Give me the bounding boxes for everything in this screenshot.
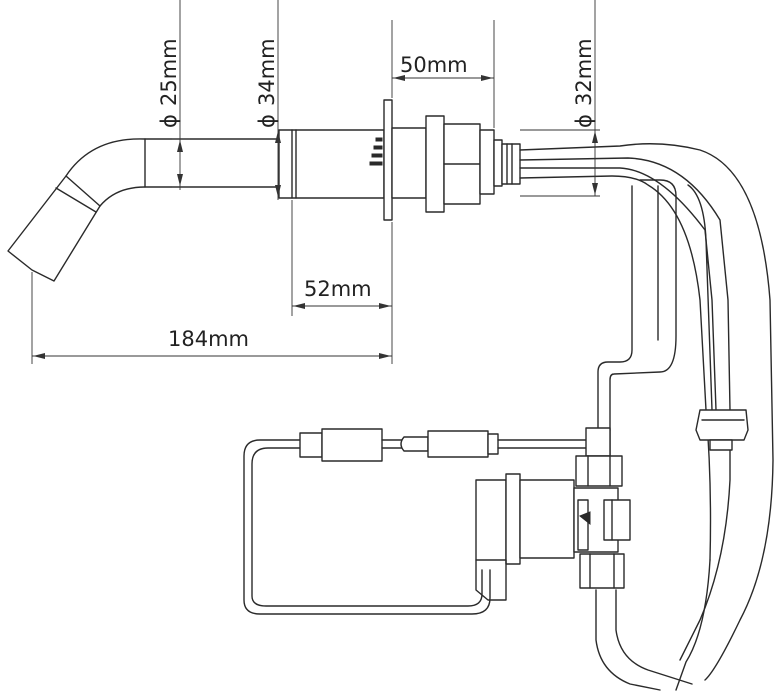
body-cylinder xyxy=(278,129,385,199)
solenoid-valve xyxy=(475,427,631,601)
wall-flange xyxy=(383,99,521,221)
diameter-symbol-32: ϕ xyxy=(572,114,596,128)
sensor-cable xyxy=(243,428,587,615)
body-length-label: 52mm xyxy=(304,277,372,301)
pipe-diameter-label: 32mm xyxy=(572,38,596,106)
diameter-symbol-25: ϕ xyxy=(157,114,181,128)
body-diameter-label: 34mm xyxy=(255,38,279,106)
nut-length-label: 50mm xyxy=(400,53,468,77)
dimension-lines xyxy=(31,0,600,364)
spout xyxy=(7,138,279,282)
hoses xyxy=(519,143,774,691)
hose-end-fitting xyxy=(695,409,749,451)
diameter-symbol-34: ϕ xyxy=(255,114,279,128)
dimension-labels: ϕ 25mm ϕ 34mm 50mm ϕ 32mm 52mm 184mm xyxy=(157,38,596,351)
spout-diameter-label: 25mm xyxy=(157,38,181,106)
total-projection-label: 184mm xyxy=(168,327,249,351)
